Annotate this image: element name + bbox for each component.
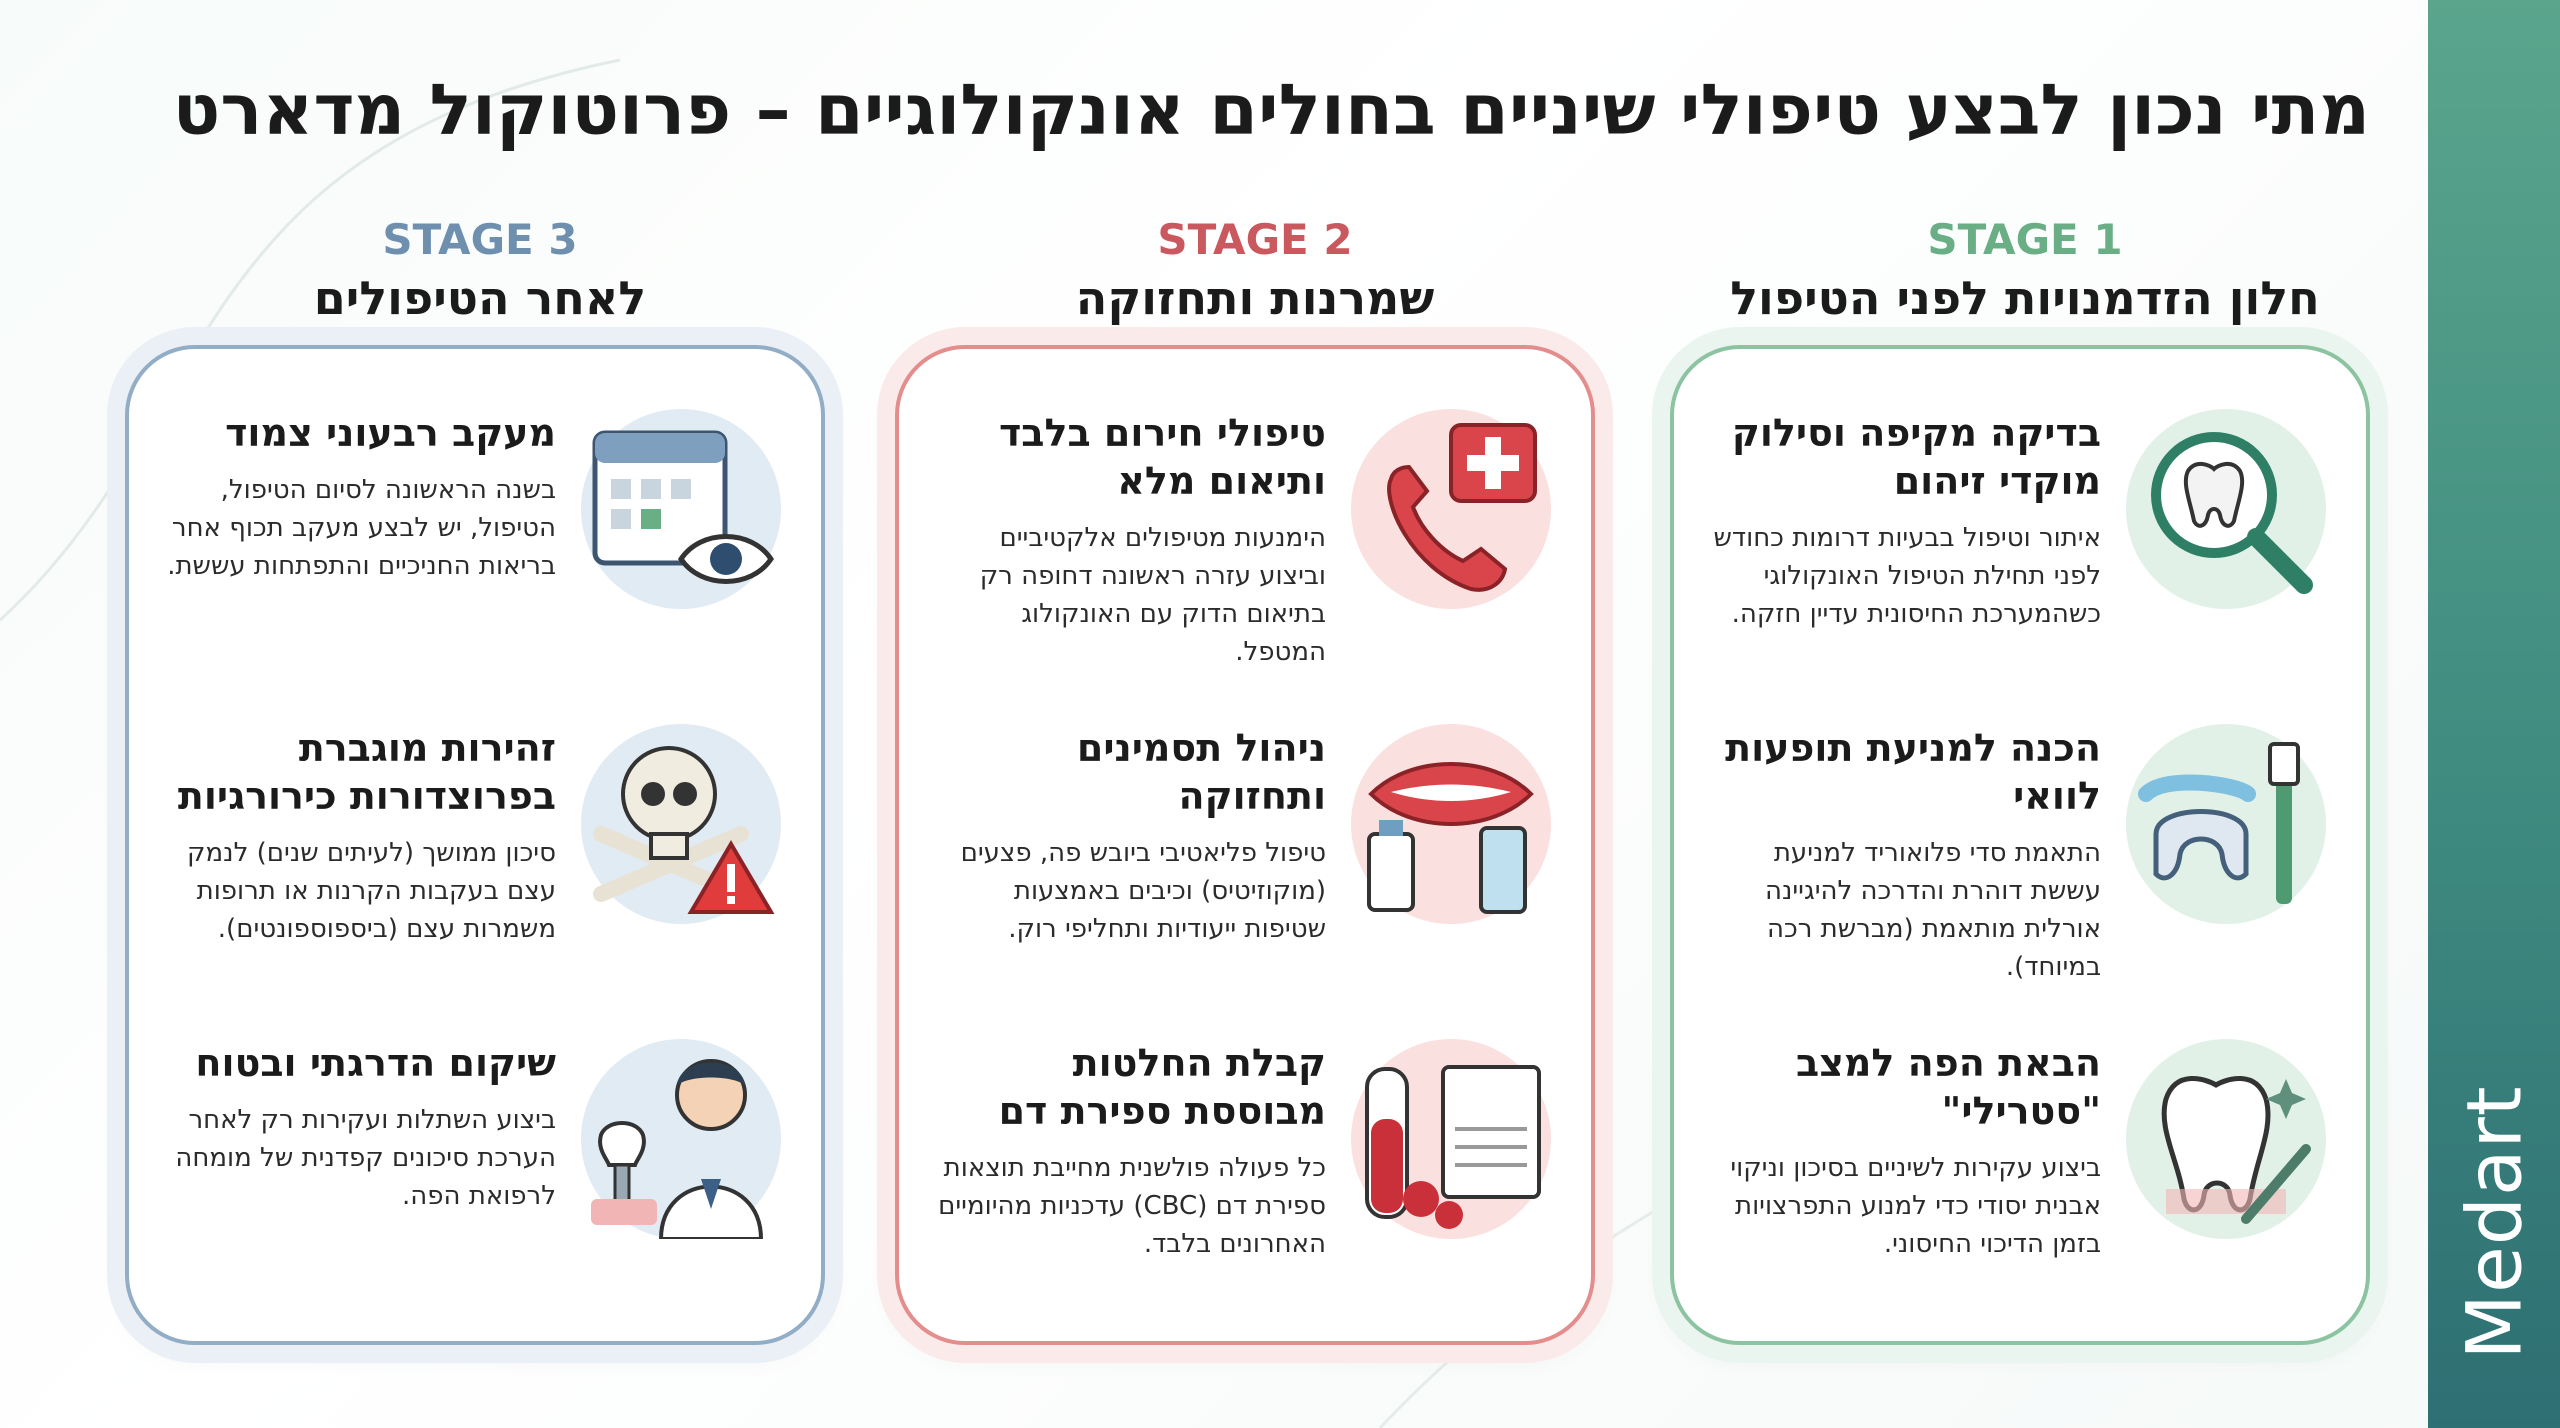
stage-3-item-3: שיקום הדרגתי ובטוח ביצוע השתלות ועקירות … xyxy=(159,1039,781,1339)
item-title: הכנה למניעת תופעות לוואי xyxy=(1725,726,2101,818)
item-title: טיפולי חירום בלבד ותיאום מלא xyxy=(998,411,1326,503)
mouth-medication-icon xyxy=(1351,724,1551,924)
item-text: התאמת סדי פלואוריד למניעת עששת דוהרת והד… xyxy=(1764,838,2101,982)
toothbrush-mouthguard-icon xyxy=(2126,724,2326,924)
stage-2-tag: STAGE 2 xyxy=(1157,215,1353,264)
stage-3-item-2: זהירות מוגברת בפרוצדורות כירורגיות סיכון… xyxy=(159,724,781,1024)
stage-2-item-1: טיפולי חירום בלבד ותיאום מלא הימנעות מטי… xyxy=(929,409,1551,709)
stage-1-item-2: הכנה למניעת תופעות לוואי התאמת סדי פלואו… xyxy=(1704,724,2326,1024)
stage-3-header: STAGE 3 לאחר הטיפולים xyxy=(160,212,800,328)
stage-2-card: טיפולי חירום בלבד ותיאום מלא הימנעות מטי… xyxy=(895,345,1595,1345)
item-title: מעקב רבעוני צמוד xyxy=(225,411,556,455)
item-title: שיקום הדרגתי ובטוח xyxy=(195,1041,556,1085)
brand-label: Medart xyxy=(2449,1084,2539,1360)
item-text: איתור וטיפול בבעיות דרומות כחודש לפני תח… xyxy=(1713,523,2102,629)
calendar-eye-icon xyxy=(581,409,781,609)
tooth-magnifier-icon xyxy=(2126,409,2326,609)
item-text: טיפול פליאטיבי ביובש פה, פצעים (מוקוזיטי… xyxy=(960,838,1326,944)
stage-2-item-2: ניהול תסמינים ותחזוקה טיפול פליאטיבי ביו… xyxy=(929,724,1551,1024)
stage-3-card: מעקב רבעוני צמוד בשנה הראשונה לסיום הטיפ… xyxy=(125,345,825,1345)
dentist-implant-icon xyxy=(581,1039,781,1239)
skull-warning-icon xyxy=(581,724,781,924)
item-text: בשנה הראשונה לסיום הטיפול, הטיפול, יש לב… xyxy=(167,475,556,581)
stage-1-item-1: בדיקה מקיפה וסילוק מוקדי זיהום איתור וטי… xyxy=(1704,409,2326,709)
item-title: זהירות מוגברת בפרוצדורות כירורגיות xyxy=(177,726,556,818)
stage-2-title: שמרנות ותחזוקה xyxy=(1075,271,1435,325)
stage-3-tag: STAGE 3 xyxy=(382,215,578,264)
item-text: ביצוע עקירות לשיניים בסיכון וניקוי אבנית… xyxy=(1730,1153,2101,1259)
side-brand-band xyxy=(2428,0,2560,1428)
clean-tooth-scaler-icon xyxy=(2126,1039,2326,1239)
emergency-phone-icon xyxy=(1351,409,1551,609)
stage-1-title: חלון הזדמנויות לפני הטיפול xyxy=(1730,271,2320,325)
item-text: ביצוע השתלות ועקירות רק לאחר הערכת סיכונ… xyxy=(175,1105,556,1211)
stage-1-item-3: הבאת הפה למצב "סטרילי" ביצוע עקירות לשינ… xyxy=(1704,1039,2326,1339)
stage-3-item-1: מעקב רבעוני צמוד בשנה הראשונה לסיום הטיפ… xyxy=(159,409,781,709)
page-title: מתי נכון לבצע טיפולי שיניים בחולים אונקו… xyxy=(172,69,2370,151)
item-text: הימנעות מטיפולים אלקטיביים וביצוע עזרה ר… xyxy=(979,523,1326,667)
item-title: בדיקה מקיפה וסילוק מוקדי זיהום xyxy=(1731,411,2101,503)
stage-1-card: בדיקה מקיפה וסילוק מוקדי זיהום איתור וטי… xyxy=(1670,345,2370,1345)
stage-1-header: STAGE 1 חלון הזדמנויות לפני הטיפול xyxy=(1705,212,2345,328)
stage-2-header: STAGE 2 שמרנות ותחזוקה xyxy=(935,212,1575,328)
item-title: קבלת החלטות מבוססת ספירת דם xyxy=(998,1041,1326,1133)
stage-3-title: לאחר הטיפולים xyxy=(313,271,647,325)
blood-test-cbc-icon xyxy=(1351,1039,1551,1239)
item-text: סיכון ממושך (לעיתים שנים) לנמק עצם בעקבו… xyxy=(187,838,556,944)
item-title: ניהול תסמינים ותחזוקה xyxy=(1076,726,1326,818)
item-title: הבאת הפה למצב "סטרילי" xyxy=(1795,1041,2101,1133)
stage-1-tag: STAGE 1 xyxy=(1927,215,2123,264)
stage-2-item-3: קבלת החלטות מבוססת ספירת דם כל פעולה פול… xyxy=(929,1039,1551,1339)
brand-logo: Medart xyxy=(2446,1052,2542,1392)
item-text: כל פעולה פולשנית מחייבת תוצאות ספירת דם … xyxy=(938,1153,1326,1259)
